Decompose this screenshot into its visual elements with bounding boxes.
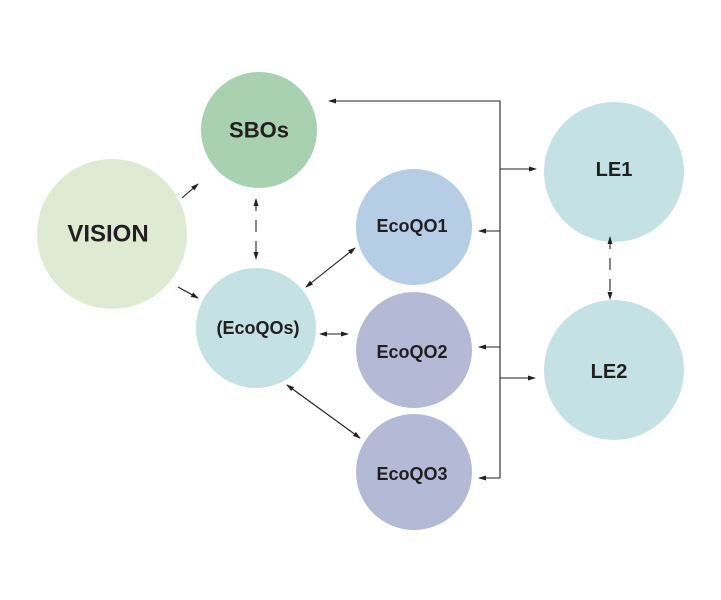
node-le1: LE1: [544, 102, 684, 242]
node-vision: VISION: [37, 159, 187, 309]
node-sbos-label: SBOs: [229, 118, 289, 143]
node-le1-circle: [544, 102, 684, 242]
node-ecoqo3-label: EcoQO3: [376, 464, 447, 484]
edge-ecoqos-ecoqo3: [286, 384, 361, 439]
edge-ecoqos-ecoqo1: [305, 247, 356, 288]
edge-vision-to-sbos: [181, 183, 199, 199]
node-le2: LE2: [544, 300, 684, 440]
node-ecoqo2: EcoQO2: [356, 292, 472, 408]
node-ecoqo1: EcoQO1: [356, 169, 472, 285]
node-ecoqos: (EcoQOs): [196, 268, 316, 388]
node-le2-label: LE2: [591, 361, 628, 383]
node-ecoqo1-label: EcoQO1: [376, 216, 447, 236]
node-sbos-circle: [201, 72, 317, 188]
node-ecoqo1-circle: [356, 169, 472, 285]
node-ecoqo3: EcoQO3: [356, 414, 472, 530]
node-vision-label: VISION: [67, 221, 148, 248]
node-ecoqos-label: (EcoQOs): [216, 318, 299, 338]
node-vision-circle: [37, 159, 187, 309]
node-le2-circle: [544, 300, 684, 440]
node-ecoqo2-circle: [356, 292, 472, 408]
node-le1-label: LE1: [596, 159, 633, 181]
node-ecoqo2-label: EcoQO2: [376, 342, 447, 362]
node-ecoqo3-circle: [356, 414, 472, 530]
edge-vision-to-ecoqos: [177, 286, 199, 299]
node-sbos: SBOs: [201, 72, 317, 188]
node-ecoqos-circle: [196, 268, 316, 388]
edge-bus-to-sbos: [328, 98, 501, 478]
